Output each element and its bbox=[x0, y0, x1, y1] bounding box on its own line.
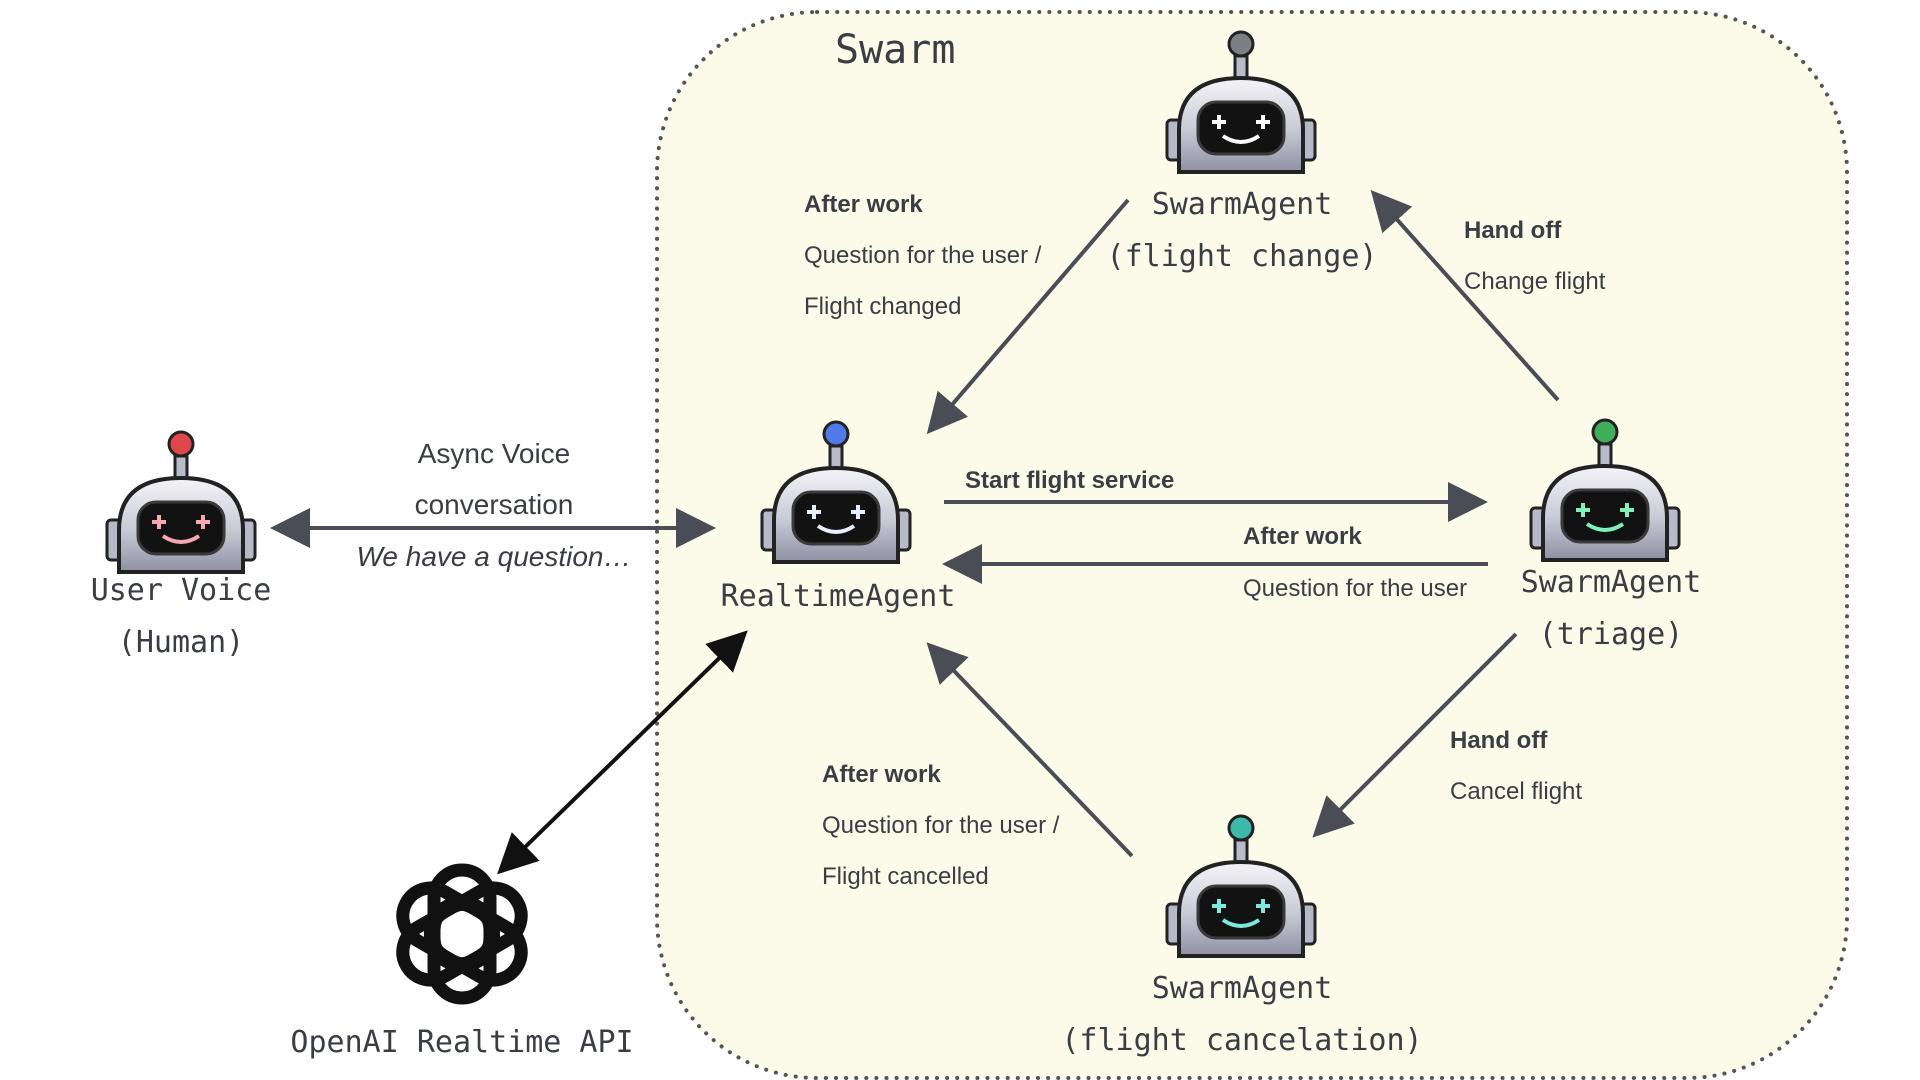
handoff-cancel-title: Hand off bbox=[1450, 727, 1548, 754]
antenna-ball bbox=[1591, 418, 1619, 446]
robot-face bbox=[1196, 100, 1286, 156]
voice-label-note: We have a question… bbox=[357, 541, 632, 572]
after-work-change-line1: Question for the user / bbox=[804, 242, 1042, 269]
handoff-cancel-line1: Cancel flight bbox=[1450, 778, 1582, 805]
flight-change-agent-role: (flight change) bbox=[1107, 239, 1378, 274]
voice-label-line1: Async Voice bbox=[418, 438, 571, 469]
antenna-ball bbox=[167, 430, 195, 458]
robot-realtime-agent[interactable] bbox=[760, 420, 912, 564]
swarm-container: Swarm bbox=[655, 10, 1849, 1080]
openai-logo-icon[interactable] bbox=[393, 863, 532, 1005]
after-work-cancel-arrow bbox=[926, 642, 1134, 858]
robot-smile bbox=[1585, 522, 1625, 532]
after-work-cancel-line2: Flight cancelled bbox=[822, 863, 989, 890]
antenna-stem bbox=[1233, 54, 1249, 80]
handoff-change-arrow bbox=[1370, 190, 1560, 402]
start-service-label: Start flight service bbox=[965, 467, 1174, 494]
robot-swarm-flight-change[interactable] bbox=[1165, 30, 1317, 174]
cancel-agent-name: SwarmAgent bbox=[1152, 971, 1333, 1006]
antenna-ball bbox=[822, 420, 850, 448]
robot-face bbox=[791, 490, 881, 546]
after-work-change-arrow bbox=[926, 198, 1130, 435]
robot-smile bbox=[1221, 134, 1261, 144]
robot-user[interactable] bbox=[105, 430, 257, 574]
after-work-change-line2: Flight changed bbox=[804, 293, 961, 320]
antenna-ball bbox=[1227, 814, 1255, 842]
flight-change-agent-name: SwarmAgent bbox=[1152, 187, 1333, 222]
robot-smile bbox=[1221, 918, 1261, 928]
antenna-ball bbox=[1227, 30, 1255, 58]
robot-face bbox=[136, 500, 226, 556]
robot-face bbox=[1560, 488, 1650, 544]
handoff-change-line1: Change flight bbox=[1464, 268, 1606, 295]
antenna-stem bbox=[1597, 442, 1613, 468]
openai-label: OpenAI Realtime API bbox=[290, 1025, 633, 1060]
user-voice-name: User Voice bbox=[91, 573, 272, 608]
realtime-agent-name: RealtimeAgent bbox=[721, 579, 956, 614]
edge-labels: Async Voice conversation We have a quest… bbox=[357, 191, 1606, 890]
robot-swarm-cancel[interactable] bbox=[1165, 814, 1317, 958]
voice-label-line2: conversation bbox=[415, 489, 574, 520]
user-voice-role: (Human) bbox=[118, 625, 244, 660]
triage-agent-role: (triage) bbox=[1539, 617, 1684, 652]
handoff-change-title: Hand off bbox=[1464, 217, 1562, 244]
robot-swarm-triage[interactable] bbox=[1529, 418, 1681, 562]
robot-smile bbox=[161, 534, 201, 544]
after-work-triage-line1: Question for the user bbox=[1243, 575, 1467, 602]
antenna-stem bbox=[1233, 838, 1249, 864]
after-work-change-title: After work bbox=[804, 191, 923, 218]
after-work-cancel-line1: Question for the user / bbox=[822, 812, 1060, 839]
antenna-stem bbox=[828, 444, 844, 470]
edges bbox=[270, 190, 1560, 875]
swarm-boundary bbox=[655, 10, 1849, 1080]
openai-arrow bbox=[497, 630, 748, 875]
antenna-stem bbox=[173, 454, 189, 480]
swarm-title: Swarm bbox=[835, 27, 955, 73]
after-work-triage-title: After work bbox=[1243, 523, 1362, 550]
agent-labels: User Voice (Human) RealtimeAgent SwarmAg… bbox=[91, 187, 1702, 1058]
cancel-agent-role: (flight cancelation) bbox=[1061, 1023, 1422, 1058]
triage-agent-name: SwarmAgent bbox=[1521, 565, 1702, 600]
robot-smile bbox=[816, 524, 856, 534]
robot-face bbox=[1196, 884, 1286, 940]
handoff-cancel-arrow bbox=[1312, 632, 1518, 838]
after-work-cancel-title: After work bbox=[822, 761, 941, 788]
